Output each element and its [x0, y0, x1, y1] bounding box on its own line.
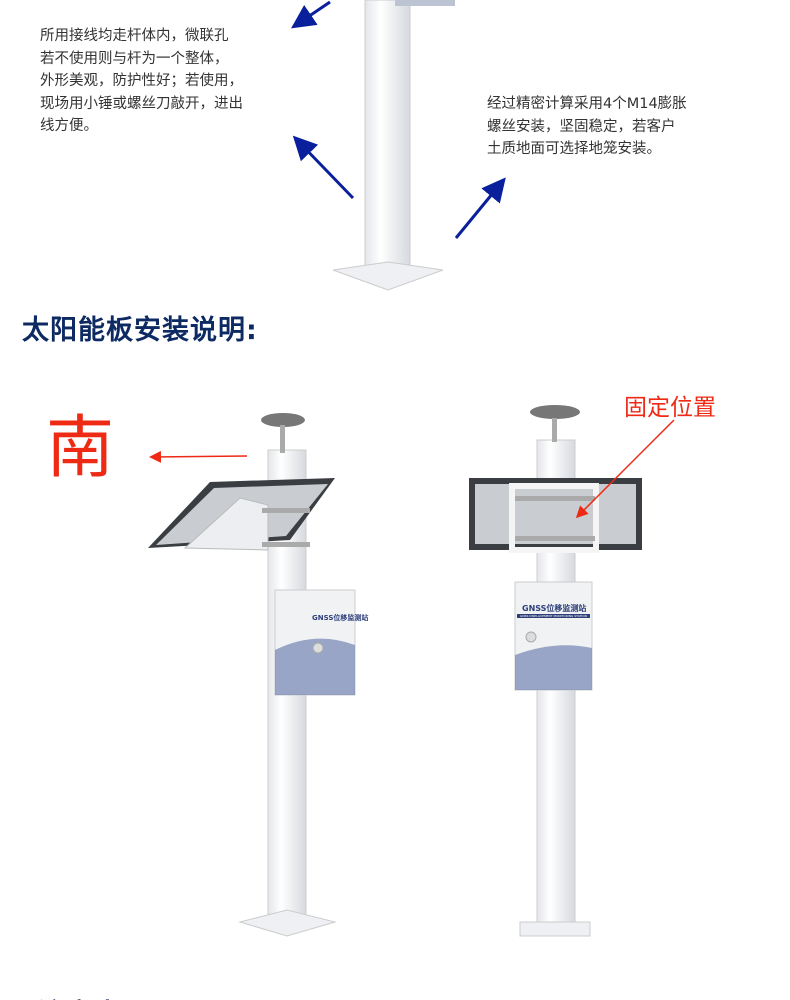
anchor-bolt-note: 经过精密计算采用4个M14膨胀 螺丝安装，坚固稳定，若客户 土质地面可选择地笼安…	[487, 96, 687, 157]
station-right-illustration	[469, 405, 642, 937]
section-heading: 太阳能板安装说明:	[22, 315, 258, 346]
station-left-illustration	[148, 413, 356, 937]
top-pole-illustration	[332, 0, 455, 291]
fixed-position-label: 固定位置	[624, 395, 716, 421]
box-title-left: GNSS位移监测站	[312, 614, 369, 622]
next-section-heading-clip: 注意事项	[0, 986, 400, 1000]
box-subtitle-right: GNSS DISPLACEMENT MONITORING STATION	[520, 614, 587, 618]
box-title-right: GNSS位移监测站	[522, 604, 587, 613]
wiring-note: 所用接线均走杆体内，微联孔 若不使用则与杆为一个整体， 外形美观，防护性好；若使…	[40, 28, 243, 134]
next-section-heading: 注意事项	[38, 992, 150, 1000]
south-label: 南	[46, 409, 115, 488]
red-arrows	[149, 419, 675, 519]
blue-arrows	[291, 0, 506, 239]
